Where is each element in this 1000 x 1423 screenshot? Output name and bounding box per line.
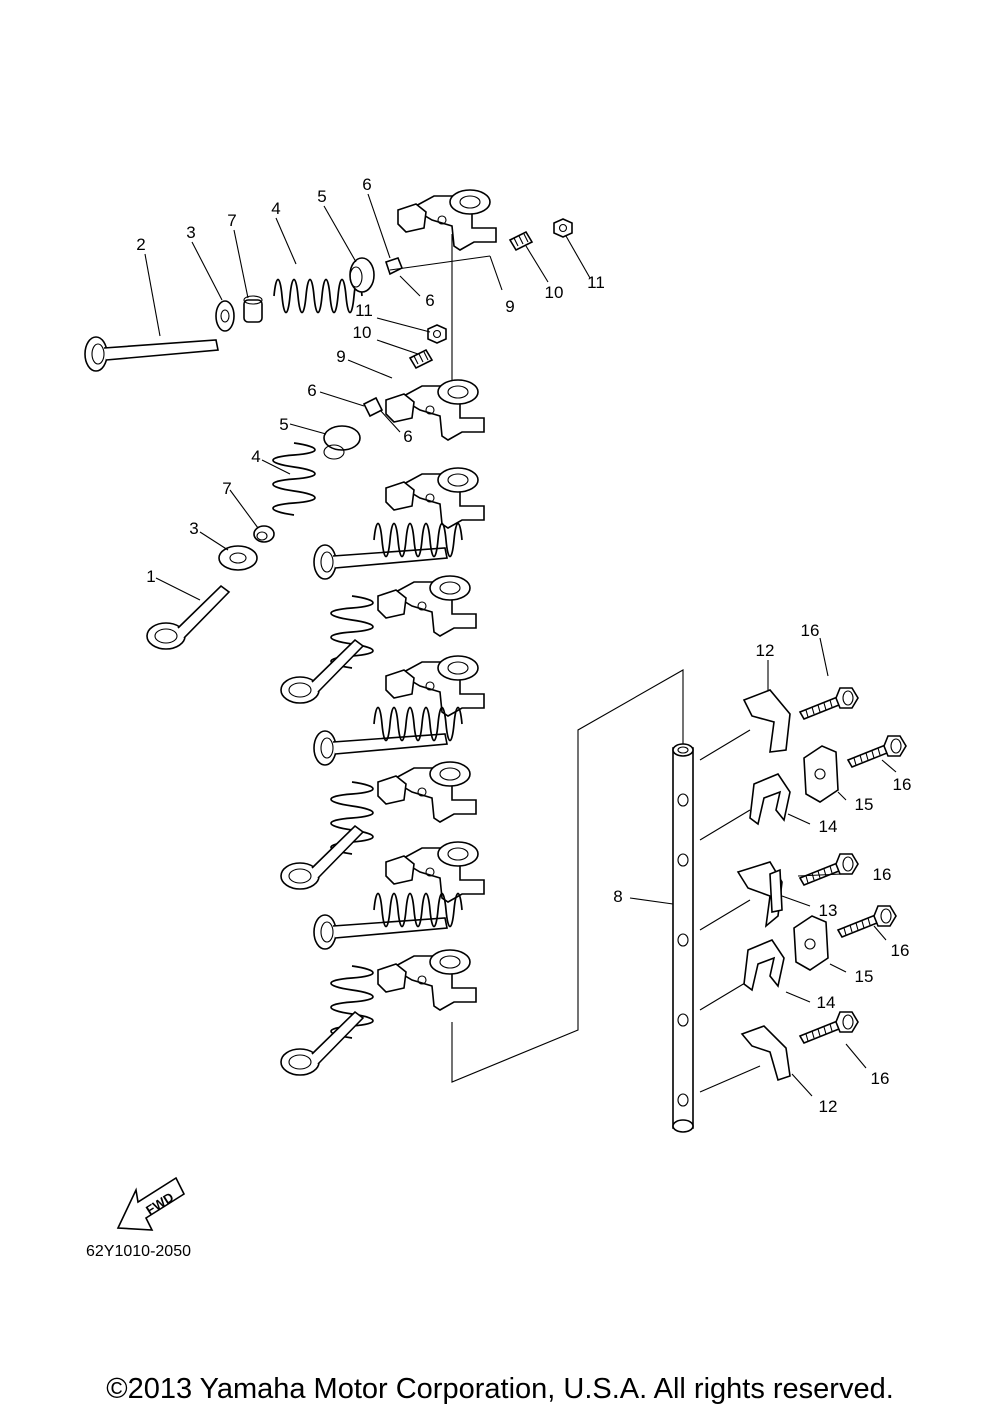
rocker-arm-second [385, 379, 485, 441]
spring-retainer-second [323, 425, 361, 460]
rocker-arm [377, 575, 477, 637]
top-valve-assembly [84, 189, 573, 392]
exhaust-valve [84, 336, 219, 372]
second-valve-assembly [146, 324, 485, 650]
lock-nut-top [553, 218, 573, 238]
callout-14: 14 [819, 817, 838, 836]
spring-seat-second [218, 545, 258, 571]
shaft-plate-lower [793, 915, 829, 971]
callout-16: 16 [893, 775, 912, 794]
callout-6: 6 [403, 427, 412, 446]
rocker-arm [385, 655, 485, 717]
rocker-shaft-assembly [451, 669, 907, 1133]
callout-11: 11 [587, 273, 605, 292]
bolt-4 [837, 905, 897, 938]
valve [280, 639, 364, 704]
bolt-5 [799, 1011, 859, 1044]
callout-3: 3 [186, 223, 195, 242]
shaft-bracket-middle [736, 861, 783, 928]
spring-seat-top [215, 300, 235, 332]
valve-stack-cylinder-3 [313, 655, 485, 766]
callout-16: 16 [891, 941, 910, 960]
rocker-arm [377, 949, 477, 1011]
rocker-arm [385, 841, 485, 903]
callout-13: 13 [819, 901, 838, 920]
adjusting-screw-top [509, 231, 533, 251]
callout-16: 16 [801, 621, 820, 640]
callout-7: 7 [227, 211, 236, 230]
shaft-clip-lower [743, 939, 785, 991]
valve-seal-second [253, 525, 275, 543]
valve [313, 730, 448, 766]
lock-nut-second [427, 324, 447, 344]
copyright-notice: ©2013 Yamaha Motor Corporation, U.S.A. A… [106, 1373, 894, 1405]
callout-6: 6 [425, 291, 434, 310]
valve-stack-cylinder-5 [313, 841, 485, 950]
valve-stack-cylinder-1 [313, 467, 485, 580]
valve-stack-cylinder-6 [280, 949, 477, 1076]
shaft-clip-upper [749, 773, 791, 825]
rocker-arm-top [397, 189, 497, 251]
valve-spring-second [272, 442, 316, 516]
bolt-2 [847, 735, 907, 768]
callout-1: 1 [146, 567, 155, 586]
callout-leaders [144, 193, 897, 1097]
callout-14: 14 [817, 993, 836, 1012]
callout-16: 16 [871, 1069, 890, 1088]
valve [280, 825, 364, 890]
callout-6: 6 [307, 381, 316, 400]
callout-2: 2 [136, 235, 145, 254]
callout-15: 15 [855, 967, 874, 986]
callout-7: 7 [222, 479, 231, 498]
callout-5: 5 [317, 187, 326, 206]
fwd-arrow-icon: FWD [116, 1176, 186, 1231]
valve-seal-top [243, 295, 263, 323]
callout-9: 9 [336, 347, 345, 366]
callout-6: 6 [362, 175, 371, 194]
valve-cotter-top [384, 257, 404, 276]
callout-15: 15 [855, 795, 874, 814]
valve-spring-top [273, 278, 363, 314]
intake-valve [146, 585, 230, 650]
callout-12: 12 [756, 641, 775, 660]
callout-16: 16 [873, 865, 892, 884]
rocker-arm [377, 761, 477, 823]
callout-9: 9 [505, 297, 514, 316]
callout-11: 11 [355, 301, 373, 320]
rocker-shaft [672, 743, 694, 1133]
callout-10: 10 [353, 323, 372, 342]
callout-12: 12 [819, 1097, 838, 1116]
valve-cotter-second [362, 396, 384, 418]
valve [313, 544, 448, 580]
diagram-code: 62Y1010-2050 [86, 1243, 191, 1260]
shaft-plate-upper [803, 745, 839, 803]
bolt-1 [799, 687, 859, 720]
valve [280, 1011, 364, 1076]
callout-8: 8 [613, 887, 622, 906]
callout-4: 4 [251, 447, 260, 466]
callout-10: 10 [545, 283, 564, 302]
bolt-3 [799, 853, 859, 886]
shaft-leader-line [451, 669, 684, 1083]
callout-5: 5 [279, 415, 288, 434]
callout-3: 3 [189, 519, 198, 538]
shaft-bracket-top [742, 689, 791, 753]
rocker-arm [385, 467, 485, 529]
callout-labels: 2 3 7 4 5 6 6 9 10 11 11 10 9 6 6 5 4 7 … [136, 175, 911, 1116]
callout-4: 4 [271, 199, 280, 218]
spring-retainer-top [349, 257, 375, 293]
valve [313, 914, 448, 950]
shaft-bracket-bottom [740, 1025, 791, 1082]
